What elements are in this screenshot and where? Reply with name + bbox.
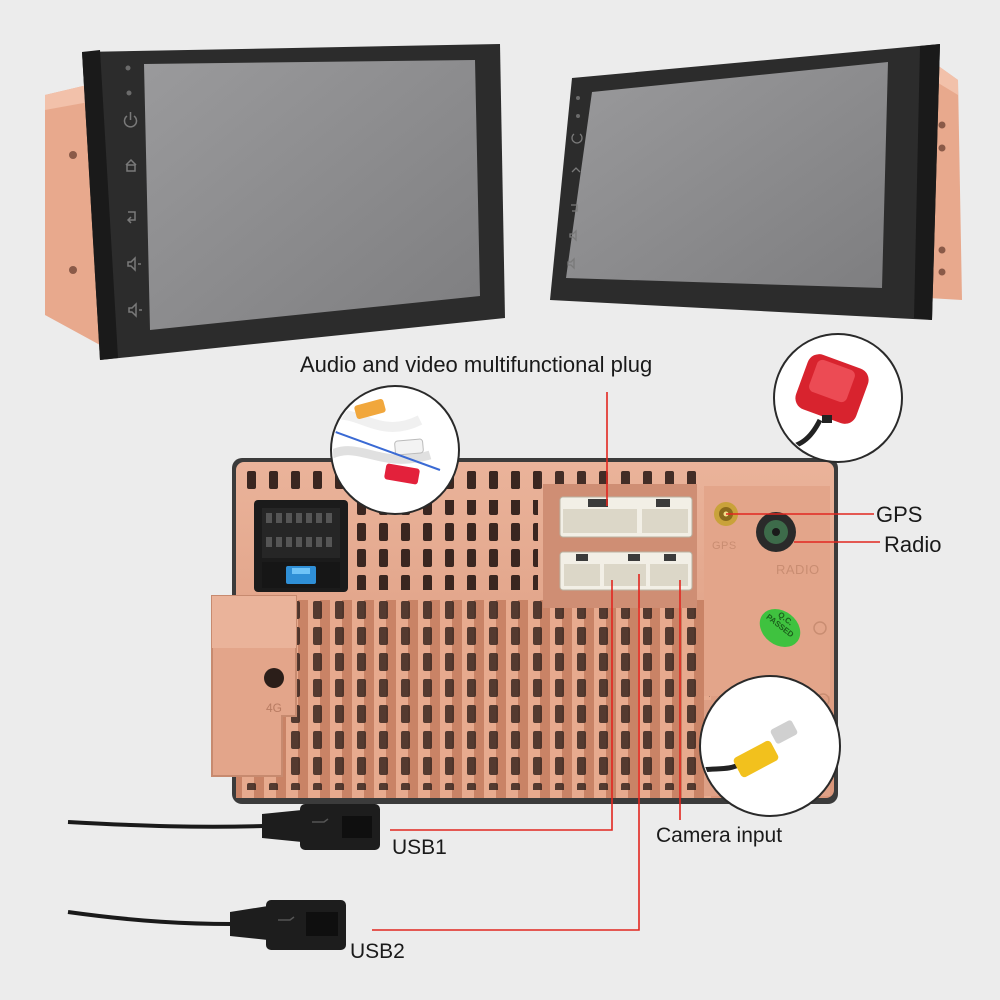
- callout-lines: [372, 392, 880, 931]
- usb2-label: USB2: [350, 940, 405, 963]
- usb-icon: [278, 916, 295, 921]
- back-icon: [126, 211, 136, 224]
- usb1-cable: [67, 804, 380, 850]
- home-icon: [125, 158, 137, 172]
- rear-chassis: 4G: [211, 458, 838, 804]
- usb-icon: [312, 818, 329, 823]
- power-icon: [123, 112, 138, 128]
- av-plug-label: Audio and video multifunctional plug: [300, 352, 653, 377]
- volume-down-icon: [128, 302, 142, 318]
- svg-text:4G: 4G: [266, 701, 282, 715]
- back-icon: [571, 204, 578, 212]
- callout-camera-cable: [699, 675, 841, 817]
- gps-label: GPS: [876, 502, 923, 527]
- callout-av-cable: [330, 385, 460, 515]
- radio-antenna-port: [756, 512, 796, 552]
- qc-badge: [759, 608, 801, 648]
- embossed-radio-text: RADIO: [776, 562, 820, 577]
- usb2-cable: [67, 900, 346, 950]
- embossed-gps-text: GPS: [712, 540, 737, 552]
- harness-connector: [254, 500, 348, 592]
- av-plug-sockets: [543, 484, 697, 608]
- head-unit-left: [45, 44, 505, 360]
- volume-up-icon: [127, 256, 141, 272]
- home-icon: [571, 167, 581, 173]
- usb1-label: USB1: [392, 836, 447, 859]
- camera-input-label: Camera input: [656, 824, 783, 847]
- side-buttons-left: [125, 65, 132, 96]
- callout-gps-antenna: [773, 333, 903, 463]
- volume-down-icon: [567, 257, 575, 270]
- radio-label: Radio: [884, 532, 942, 557]
- power-icon: [571, 133, 583, 144]
- screen-right: [566, 62, 888, 288]
- screen-left: [144, 60, 480, 330]
- volume-up-icon: [569, 229, 577, 242]
- head-unit-right: [550, 44, 962, 320]
